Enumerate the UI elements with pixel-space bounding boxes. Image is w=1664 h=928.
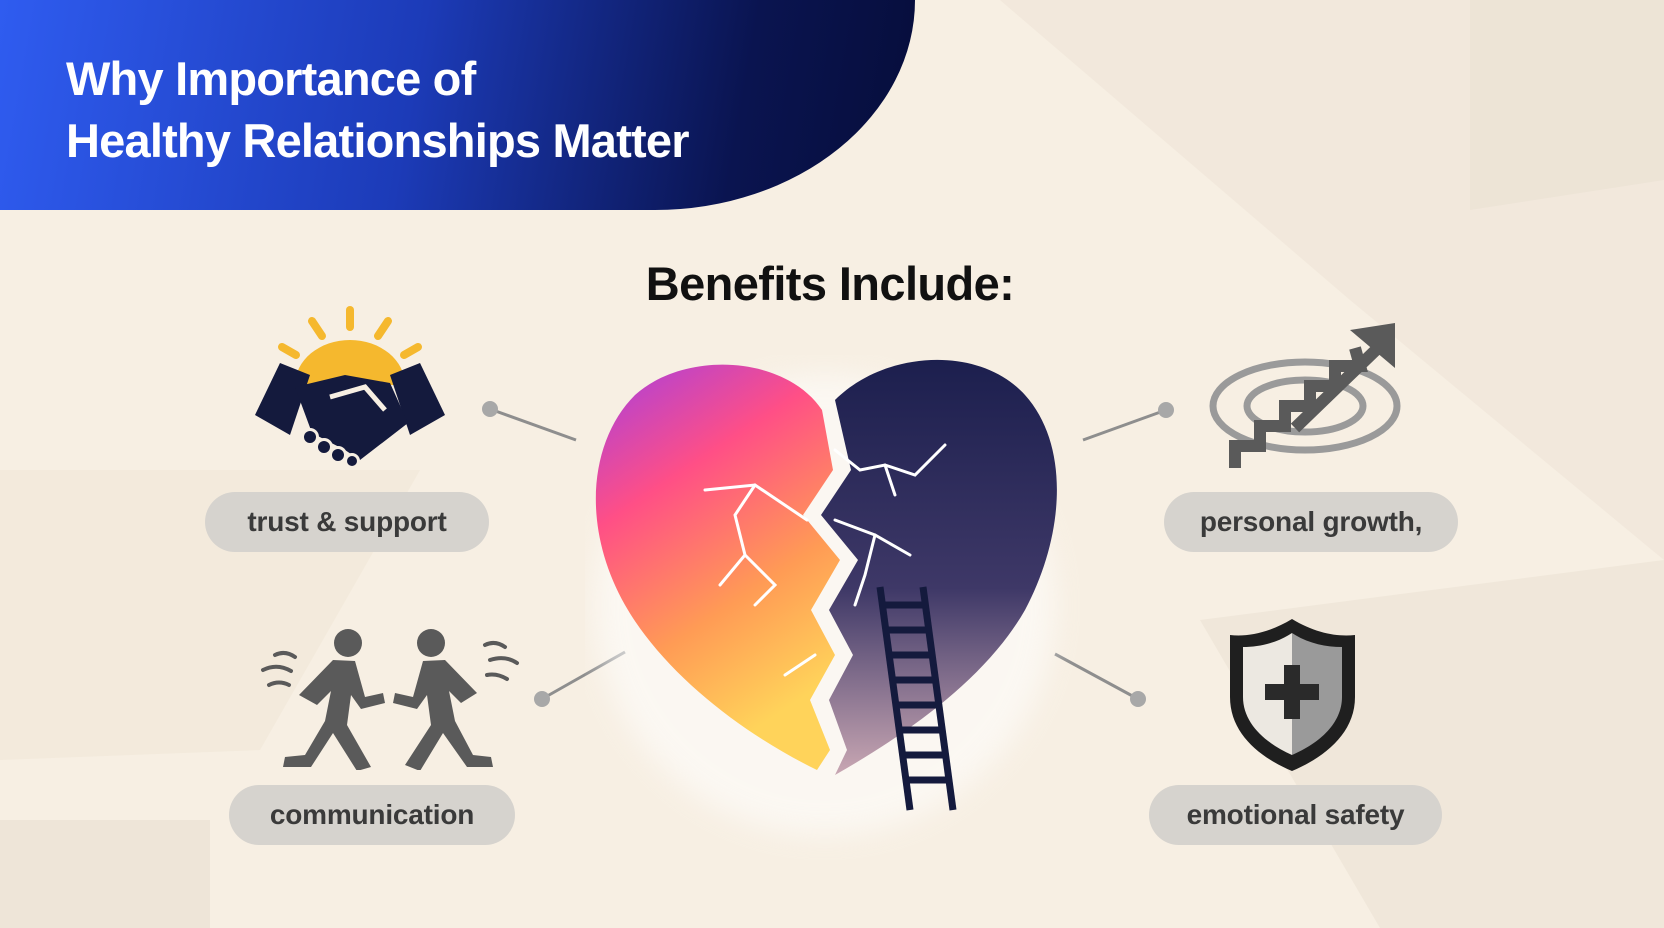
benefit-label-personal-growth: personal growth,: [1164, 492, 1458, 552]
connector-trust: [482, 401, 577, 442]
benefit-label-trust-support: trust & support: [205, 492, 489, 552]
shield-plus-icon: [1225, 615, 1360, 775]
two-people-talking-icon: [255, 625, 525, 770]
handshake-sun-icon: [250, 305, 450, 480]
page-title: Why Importance of Healthy Relationships …: [66, 48, 886, 172]
broken-heart-with-ladder-icon: [585, 355, 1085, 865]
benefit-label-emotional-safety: emotional safety: [1149, 785, 1442, 845]
connector-growth: [1082, 402, 1174, 442]
title-line-1: Why Importance of: [66, 52, 476, 105]
title-banner: Why Importance of Healthy Relationships …: [0, 0, 915, 210]
title-line-2: Healthy Relationships Matter: [66, 114, 689, 167]
connector-safety: [1054, 652, 1146, 707]
benefits-heading: Benefits Include:: [645, 257, 1015, 310]
growth-stairs-arrow-icon: [1205, 318, 1405, 478]
benefit-label-communication: communication: [229, 785, 515, 845]
